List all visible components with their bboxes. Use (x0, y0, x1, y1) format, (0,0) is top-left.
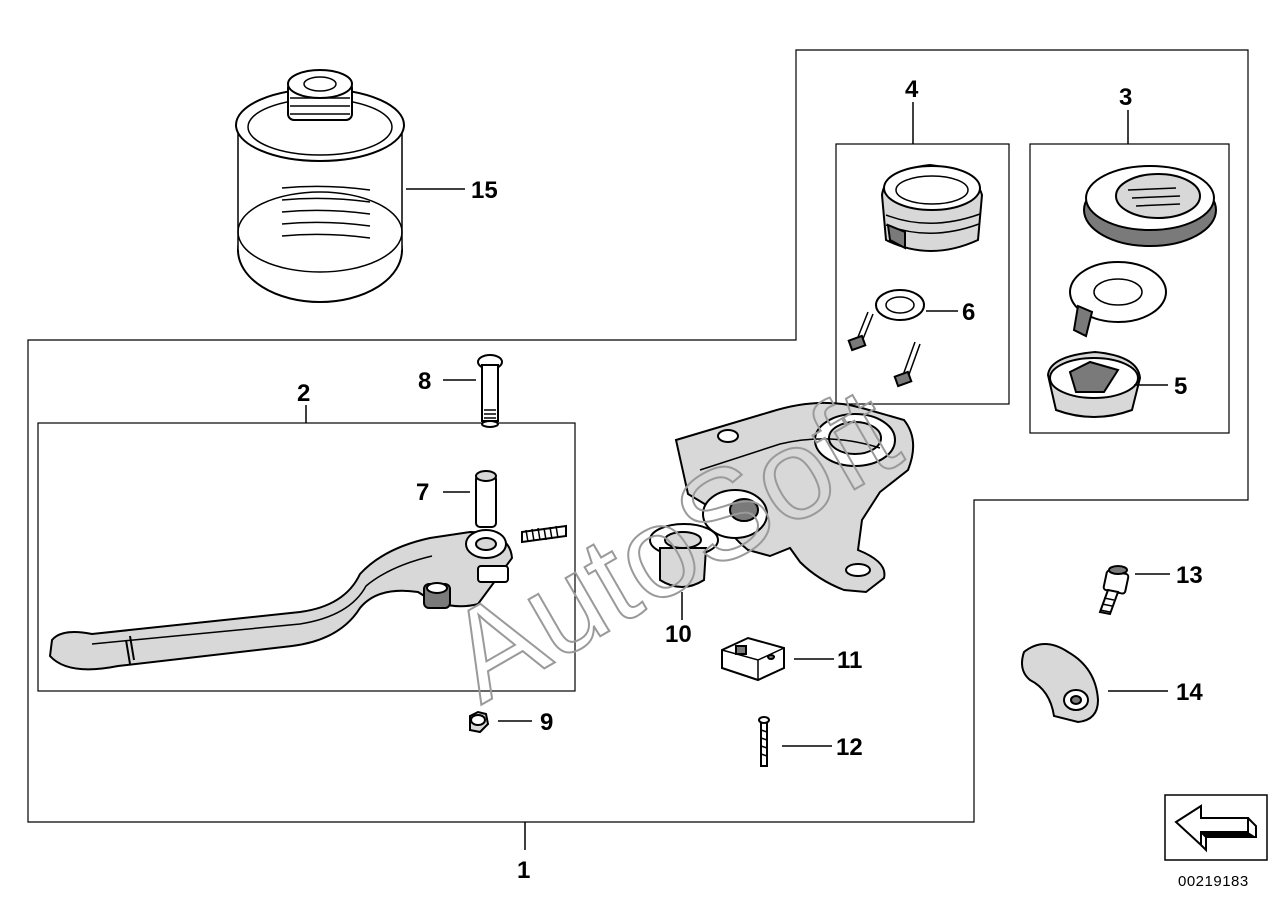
callout-10: 10 (665, 621, 692, 648)
reservoir-screws-illustration (847, 311, 921, 388)
callout-12: 12 (836, 734, 863, 761)
callout-13: 13 (1176, 562, 1203, 589)
clutch-lever-illustration (48, 524, 567, 671)
main-assembly-frame (27, 49, 1249, 823)
callout-8: 8 (418, 368, 431, 395)
cap-subassembly-frame (1029, 143, 1230, 434)
callout-9: 9 (540, 709, 553, 736)
hex-nut-illustration (469, 710, 490, 734)
callout-5: 5 (1174, 373, 1187, 400)
callout-7: 7 (416, 479, 429, 506)
reservoir-subassembly-frame (835, 143, 1010, 405)
seal-ring-illustration (875, 289, 925, 321)
callout-14: 14 (1176, 679, 1203, 706)
pivot-bolt-illustration (477, 354, 503, 428)
callout-4: 4 (905, 76, 919, 103)
master-cylinder-housing-illustration (674, 401, 915, 594)
bushing-illustration (475, 470, 497, 528)
rubber-boot-illustration (649, 523, 719, 588)
brake-fluid-can-illustration (235, 69, 405, 303)
cap-gasket-illustration (1069, 261, 1167, 338)
callout-2: 2 (297, 380, 310, 407)
handlebar-clamp-illustration (1021, 643, 1100, 724)
clamp-screw-illustration (1098, 565, 1130, 616)
cap-insert-illustration (1046, 350, 1142, 418)
callout-1: 1 (517, 857, 530, 884)
switch-screw-illustration (758, 716, 770, 767)
callout-15: 15 (471, 177, 498, 204)
callout-11: 11 (837, 647, 862, 674)
callout-6: 6 (962, 299, 975, 326)
direction-arrow-icon (1164, 794, 1268, 861)
reservoir-cap-illustration (1083, 165, 1217, 247)
reservoir-illustration (880, 163, 984, 252)
callout-3: 3 (1119, 84, 1132, 111)
clutch-switch-illustration (721, 636, 785, 682)
diagram-number: 00219183 (1178, 873, 1249, 890)
